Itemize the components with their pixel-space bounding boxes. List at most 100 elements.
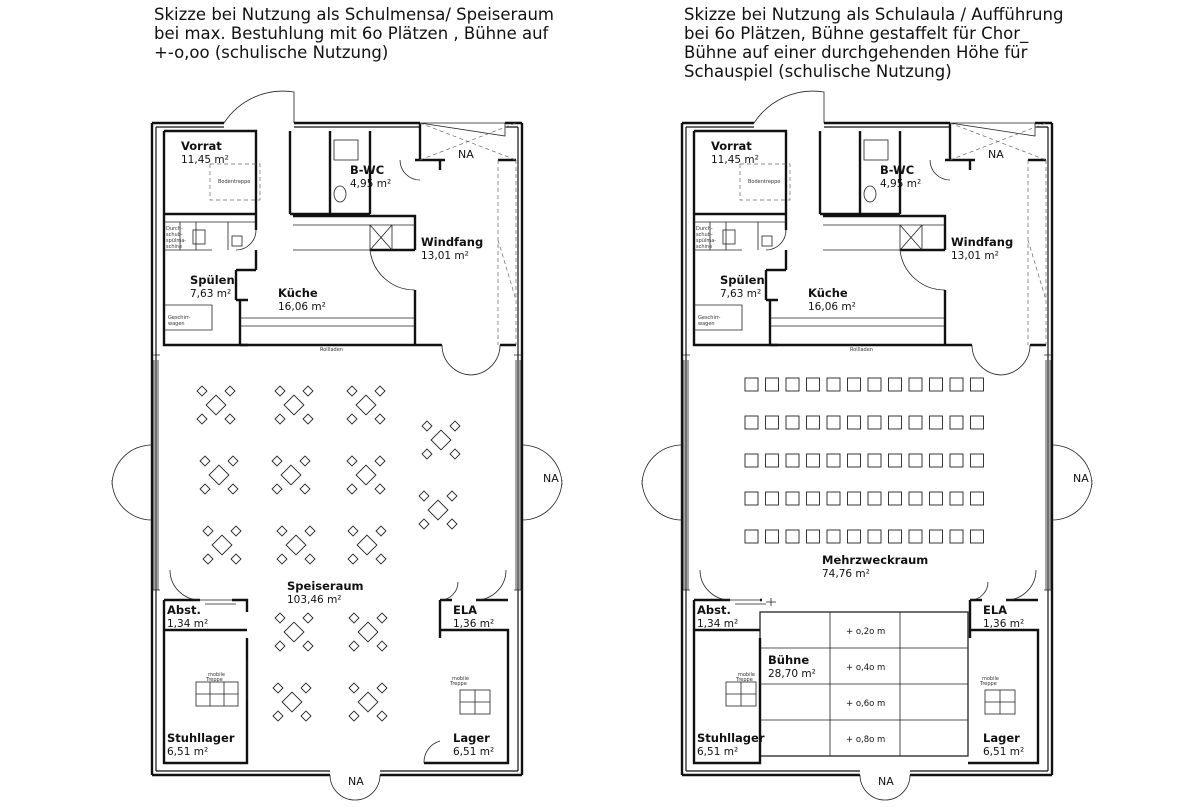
audience-seat (908, 529, 923, 544)
dining-table-group (346, 385, 386, 425)
audience-seat (867, 491, 882, 506)
chair (224, 413, 236, 425)
caption-right: Skizze bei Nutzung als Schulaula / Auffü… (684, 5, 1084, 81)
label-durchschub-1: Durch- (696, 226, 713, 232)
room-name-kueche: Küche (808, 286, 848, 300)
audience-seat (970, 529, 984, 544)
chair (302, 413, 314, 425)
room-area-stuhllager: 6,51 m² (167, 746, 208, 758)
stage-level-3: + o,6o m (846, 699, 885, 709)
audience-seat (826, 453, 841, 468)
dining-table-group (274, 612, 314, 652)
dining-table (355, 464, 377, 486)
dining-table (211, 534, 233, 556)
label-mobile-treppe-3: mobile (452, 676, 469, 682)
audience-seat (744, 529, 759, 544)
audience-seat (785, 453, 800, 468)
audience-seat (806, 491, 820, 506)
audience-seat (949, 491, 964, 506)
room-name-lager: Lager (983, 731, 1020, 745)
dining-table-group (418, 490, 458, 530)
audience-seat (806, 377, 820, 392)
building-walls (680, 121, 1054, 777)
audience-seat (929, 377, 943, 392)
dining-table-group (346, 455, 386, 495)
chair (202, 553, 214, 565)
chair (374, 413, 386, 425)
audience-seat (949, 453, 964, 468)
chair (347, 525, 359, 537)
label-rollladen: Rollladen (850, 347, 873, 353)
exit-label-ne: NA (988, 148, 1004, 161)
room-area-ela: 1,36 m² (983, 618, 1024, 630)
exit-label-east: NA (543, 472, 559, 485)
chair (272, 710, 284, 722)
dining-table-group (276, 525, 316, 565)
kitchen-furniture (164, 139, 415, 331)
building-walls (150, 121, 524, 777)
label-geschirrwagen-2: wagen (698, 321, 715, 327)
dining-table (283, 621, 305, 643)
chair (346, 385, 358, 397)
room-labels-right: Vorrat 11,45 m² Bodentreppe B-WC 4,95 m²… (696, 139, 1089, 788)
chair (300, 682, 312, 694)
chair (274, 413, 286, 425)
dining-table-group (199, 455, 239, 495)
audience-seat (785, 491, 800, 506)
audience-seat (908, 491, 923, 506)
room-area-ela: 1,36 m² (453, 618, 494, 630)
chair (230, 525, 242, 537)
audience-seat (929, 415, 943, 430)
exit-label-south: NA (348, 775, 364, 788)
audience-seat (806, 415, 820, 430)
dining-table (285, 534, 307, 556)
dining-table-group (421, 420, 461, 460)
label-durchschub-3: spülma- (696, 238, 716, 244)
audience-seat (744, 415, 759, 430)
chair (271, 455, 283, 467)
room-name-stuhllager: Stuhllager (167, 731, 235, 745)
room-area-lager: 6,51 m² (983, 746, 1024, 758)
caption-right-line-1: Skizze bei Nutzung als Schulaula / Auffü… (684, 5, 1064, 24)
room-area-spuelen: 7,63 m² (190, 288, 231, 300)
dining-table (430, 429, 452, 451)
dining-table-group (348, 682, 388, 722)
audience-seat (765, 415, 779, 430)
label-mobile-treppe-1: mobile (738, 672, 755, 678)
chair (304, 525, 316, 537)
room-area-vorrat: 11,45 m² (181, 154, 229, 166)
chair (346, 483, 358, 495)
audience-seat (970, 453, 984, 468)
chair (348, 710, 360, 722)
stage (759, 598, 969, 757)
dining-table (427, 499, 449, 521)
chair (375, 525, 387, 537)
audience-seat (785, 415, 800, 430)
stage-level-2: + o,4o m (846, 663, 885, 673)
chair (276, 525, 288, 537)
chair (374, 385, 386, 397)
room-area-speiseraum: 103,46 m² (287, 594, 342, 606)
label-geschirrwagen-1: Geschirr- (168, 315, 191, 321)
label-bodentreppe: Bodentreppe (748, 179, 780, 185)
audience-seat (970, 491, 984, 506)
chair (299, 483, 311, 495)
chair (418, 490, 430, 502)
dining-table (357, 621, 379, 643)
room-name-kueche: Küche (278, 286, 318, 300)
audience-seat (970, 377, 984, 392)
kitchen-furniture (694, 139, 945, 331)
chair (199, 483, 211, 495)
audience-seat (888, 529, 902, 544)
label-mobile-treppe-1: mobile (208, 672, 225, 678)
room-name-buehne: Bühne (768, 653, 809, 667)
doors (641, 90, 1093, 801)
audience-seat (888, 491, 902, 506)
audience-seat (847, 453, 861, 468)
room-name-ela: ELA (453, 603, 477, 617)
label-geschirrwagen-1: Geschirr- (698, 315, 721, 321)
audience-seat (806, 453, 820, 468)
dining-table (356, 534, 378, 556)
stage-level-1: + o,2o m (846, 627, 885, 637)
audience-seat (888, 453, 902, 468)
